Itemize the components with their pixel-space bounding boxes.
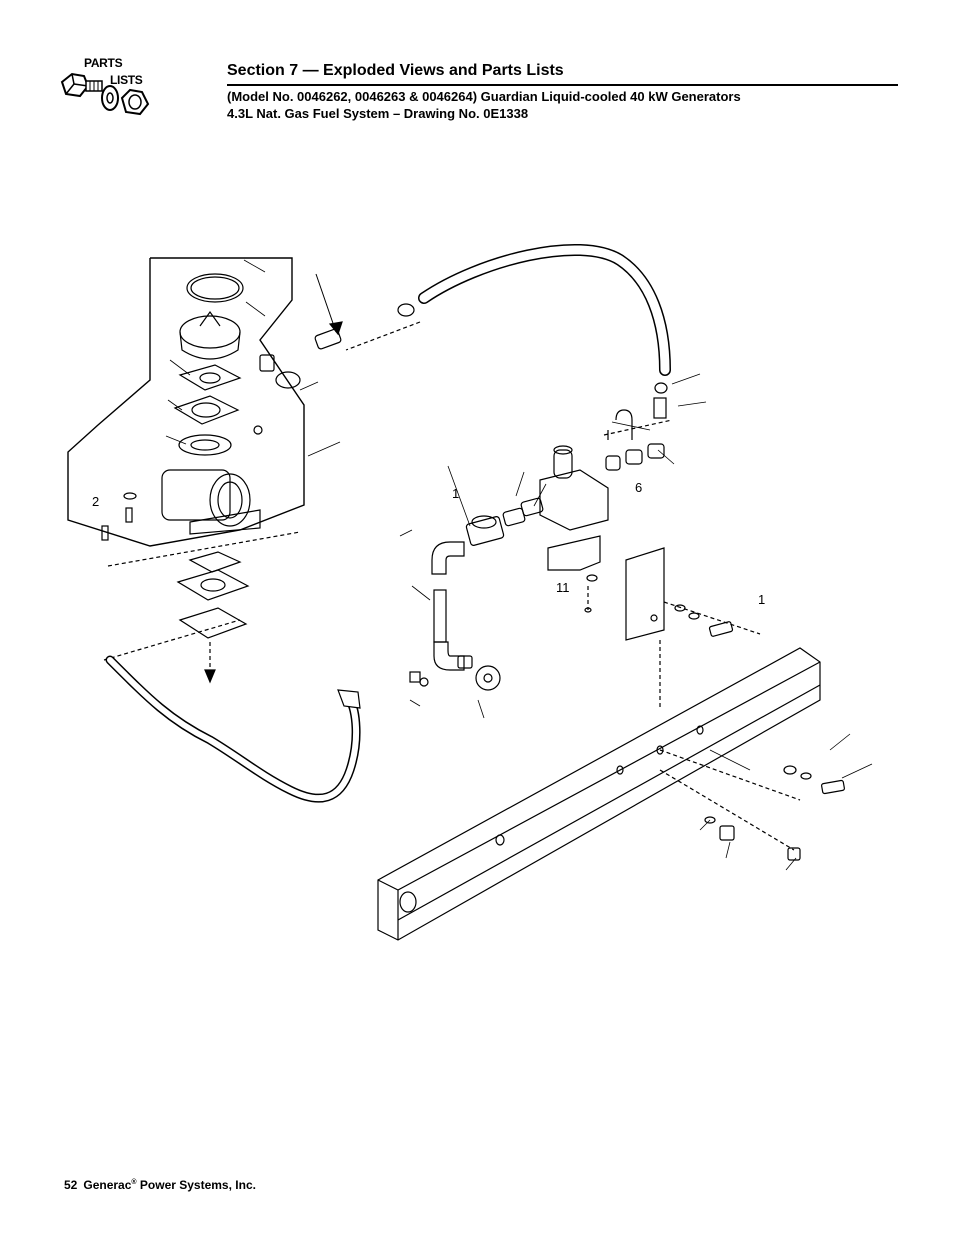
section-title: Section 7 — Exploded Views and Parts Lis… — [227, 62, 564, 79]
page-footer: 52 Generac® Power Systems, Inc. — [64, 1178, 256, 1192]
assembly-enclosure — [67, 257, 305, 547]
subtitle-line-2: 4.3L Nat. Gas Fuel System – Drawing No. … — [227, 106, 529, 121]
solenoid-valve — [465, 516, 505, 546]
parts-lists-logo — [60, 72, 150, 116]
drawing-subtitle: (Model No. 0046262, 0046263 & 0046264) G… — [227, 88, 741, 122]
throttle-body — [161, 469, 231, 521]
adapter-plate — [176, 569, 250, 601]
gasket-plate-1 — [178, 364, 242, 391]
callout-1-solenoid: 1 — [452, 486, 459, 501]
nipple-fitting — [314, 328, 342, 350]
frame-rail — [377, 647, 821, 941]
registered-mark: ® — [131, 1179, 137, 1186]
logo-text-parts: PARTS — [84, 56, 123, 70]
header-rule — [227, 84, 898, 86]
subtitle-line-1: (Model No. 0046262, 0046263 & 0046264) G… — [227, 89, 741, 104]
adapter-gasket — [188, 551, 242, 573]
logo-text-lists: LISTS — [110, 73, 143, 87]
company-name: Generac — [83, 1178, 132, 1192]
regulator-body — [179, 315, 241, 349]
callout-2: 2 — [92, 494, 99, 509]
callout-11: 11 — [556, 580, 570, 595]
pipe-nipple — [433, 589, 447, 643]
callout-1-plate: 1 — [758, 592, 765, 607]
company-suffix: Power Systems, Inc. — [136, 1178, 256, 1192]
gasket-ring — [178, 434, 232, 456]
exploded-view-drawing: 2 1 6 11 1 — [67, 243, 873, 941]
spacer-plate — [178, 607, 248, 639]
valve-bracket — [547, 535, 601, 571]
lower-hose — [105, 655, 361, 803]
gas-regulator — [539, 469, 609, 531]
pipe-elbow — [431, 541, 465, 575]
gasket-plate-2 — [173, 395, 240, 425]
page-number: 52 — [64, 1178, 78, 1192]
diaphragm-ring — [186, 273, 244, 303]
callout-6: 6 — [635, 480, 642, 495]
mounting-plate — [625, 547, 665, 641]
